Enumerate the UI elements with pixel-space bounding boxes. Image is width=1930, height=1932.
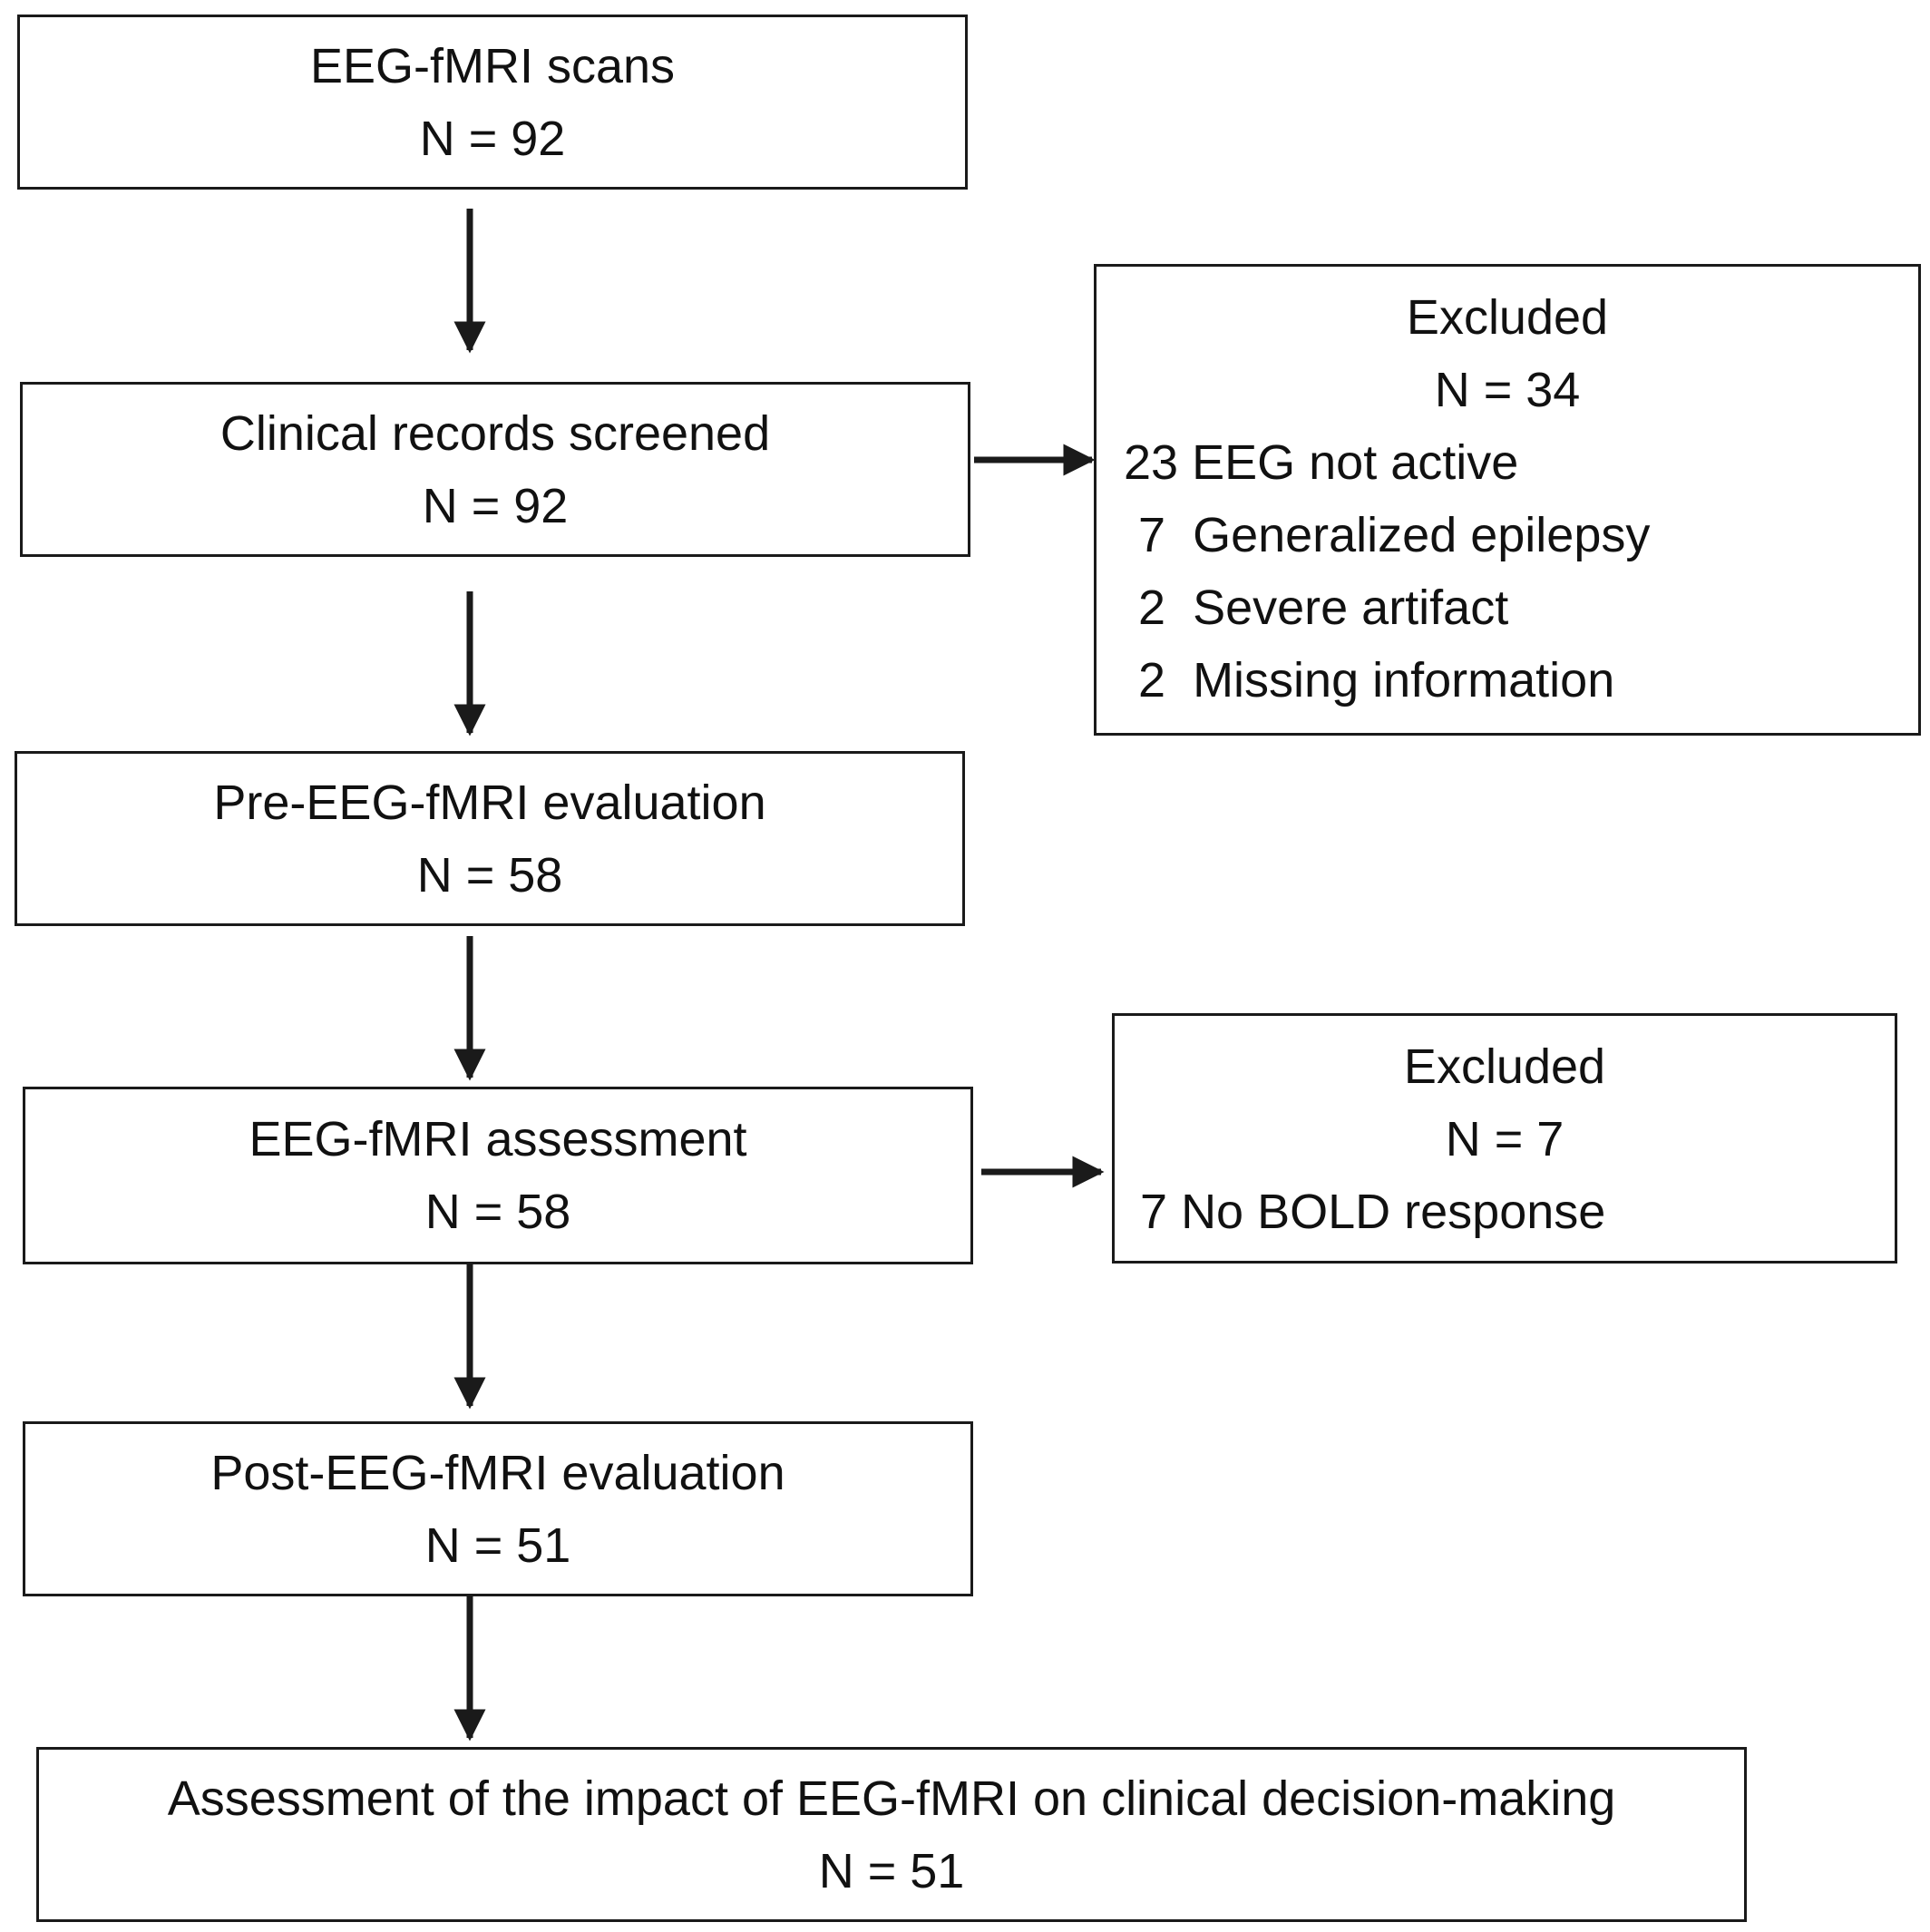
step-pre-eeg-fmri-evaluation: Pre-EEG-fMRI evaluation N = 58: [15, 751, 965, 926]
exclusion-item-count: 23: [1124, 435, 1179, 490]
step-title: Assessment of the impact of EEG-fMRI on …: [167, 1771, 1616, 1826]
exclusion-item-reason: EEG not active: [1192, 435, 1519, 490]
exclusion-item-count: 7: [1140, 1185, 1168, 1239]
exclusion-item: 2 Missing information: [1097, 644, 1918, 717]
step-count: N = 58: [424, 1185, 571, 1239]
exclusion-item-count: 2: [1138, 653, 1166, 707]
exclusion-item-count: 2: [1138, 581, 1166, 635]
exclusion-item-reason: No BOLD response: [1181, 1185, 1606, 1239]
step-clinical-records-screened: Clinical records screened N = 92: [20, 382, 970, 557]
exclusion-box-records: Excluded N = 34 23 EEG not active 7 Gene…: [1094, 264, 1921, 736]
exclusion-title: Excluded: [1403, 1039, 1606, 1094]
exclusion-item-reason: Severe artifact: [1193, 581, 1509, 635]
exclusion-item: 2 Severe artifact: [1097, 571, 1918, 644]
exclusion-item-reason: Missing information: [1193, 653, 1615, 707]
exclusion-item: 7 Generalized epilepsy: [1097, 499, 1918, 571]
step-post-eeg-fmri-evaluation: Post-EEG-fMRI evaluation N = 51: [23, 1421, 973, 1596]
step-impact-assessment: Assessment of the impact of EEG-fMRI on …: [36, 1747, 1747, 1922]
exclusion-count: N = 34: [1434, 363, 1581, 417]
exclusion-count: N = 7: [1445, 1112, 1564, 1166]
exclusion-title: Excluded: [1406, 290, 1609, 345]
step-title: Post-EEG-fMRI evaluation: [210, 1445, 785, 1500]
step-title: EEG-fMRI scans: [309, 38, 676, 93]
exclusion-box-bold: Excluded N = 7 7 No BOLD response: [1112, 1013, 1897, 1264]
step-title: Clinical records screened: [219, 405, 771, 461]
exclusion-item: 7 No BOLD response: [1115, 1176, 1895, 1248]
step-title: Pre-EEG-fMRI evaluation: [213, 775, 766, 830]
step-count: N = 92: [419, 111, 566, 166]
exclusion-item-reason: Generalized epilepsy: [1193, 508, 1651, 562]
exclusion-item-count: 7: [1138, 508, 1166, 562]
step-count: N = 92: [422, 478, 569, 533]
step-eeg-fmri-assessment: EEG-fMRI assessment N = 58: [23, 1087, 973, 1264]
step-count: N = 51: [424, 1517, 571, 1573]
step-eeg-fmri-scans: EEG-fMRI scans N = 92: [17, 15, 968, 190]
step-title: EEG-fMRI assessment: [249, 1112, 747, 1166]
exclusion-item: 23 EEG not active: [1097, 426, 1918, 499]
step-count: N = 51: [818, 1843, 965, 1898]
step-count: N = 58: [416, 847, 563, 903]
